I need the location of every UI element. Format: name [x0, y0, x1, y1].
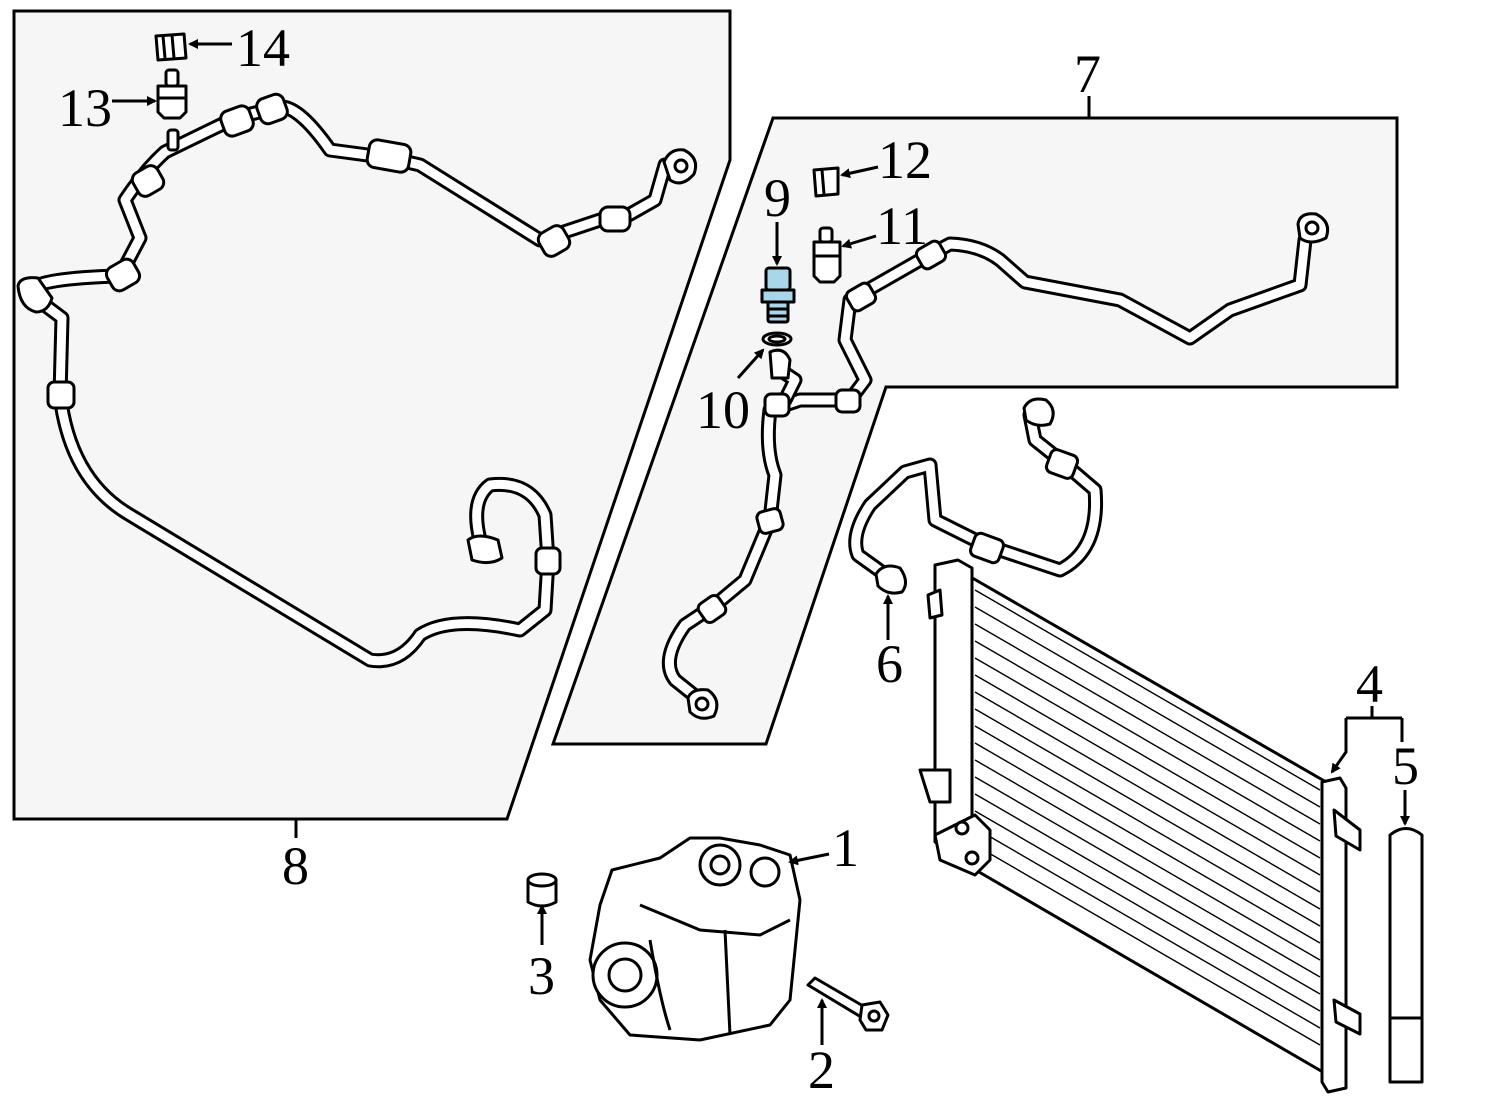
- condenser-fin: [974, 776, 1321, 978]
- callout-4: 4: [1356, 654, 1383, 714]
- valve-cap-14[interactable]: [154, 32, 188, 62]
- callout-11: 11: [876, 196, 928, 256]
- condenser-fin: [974, 742, 1321, 944]
- condenser-fin: [974, 691, 1321, 893]
- condenser-fin: [974, 827, 1321, 1029]
- callout-10: 10: [696, 380, 750, 440]
- callout-2: 2: [808, 1040, 835, 1100]
- service-valve-13[interactable]: [156, 68, 188, 120]
- condenser-fin: [974, 844, 1321, 1046]
- condenser-fin: [974, 725, 1321, 927]
- condenser-fin: [974, 606, 1321, 808]
- condenser-fin: [974, 674, 1321, 876]
- compressor[interactable]: [588, 836, 802, 1042]
- condenser-fin: [974, 640, 1321, 842]
- pressure-switch-9[interactable]: [760, 266, 796, 324]
- bolt[interactable]: [806, 976, 890, 1032]
- condenser-fin: [974, 623, 1321, 825]
- callout-7: 7: [1074, 44, 1101, 104]
- condenser-fin: [974, 657, 1321, 859]
- drier[interactable]: [1388, 827, 1424, 1084]
- condenser-fin: [974, 708, 1321, 910]
- condenser-fin: [974, 759, 1321, 961]
- condenser-fin: [974, 810, 1321, 1012]
- condenser-fin: [974, 793, 1321, 995]
- condenser[interactable]: [918, 558, 1362, 1094]
- callout-13: 13: [58, 78, 112, 138]
- valve-cap-12[interactable]: [812, 166, 840, 198]
- cap-3[interactable]: [526, 872, 558, 908]
- liquid-line[interactable]: [661, 212, 1330, 720]
- callout-6: 6: [876, 634, 903, 694]
- callout-1: 1: [832, 818, 859, 878]
- condenser-fin: [974, 589, 1321, 791]
- callout-5: 5: [1392, 736, 1419, 796]
- callouts: 1 2 3 4 5 6 7 8 9 10 11 12 13 14: [58, 18, 1419, 1100]
- callout-12: 12: [878, 130, 932, 190]
- suction-hose-line[interactable]: [16, 92, 698, 669]
- callout-14: 14: [236, 18, 290, 78]
- service-valve-11[interactable]: [812, 226, 842, 284]
- group-box-7: [550, 116, 1399, 746]
- callout-3: 3: [528, 946, 555, 1006]
- callout-9: 9: [764, 168, 791, 228]
- leader-lines: [112, 39, 1410, 1045]
- group-box-8: [12, 9, 732, 821]
- o-ring-10[interactable]: [761, 331, 793, 347]
- callout-8: 8: [282, 836, 309, 896]
- discharge-hose[interactable]: [848, 397, 1104, 595]
